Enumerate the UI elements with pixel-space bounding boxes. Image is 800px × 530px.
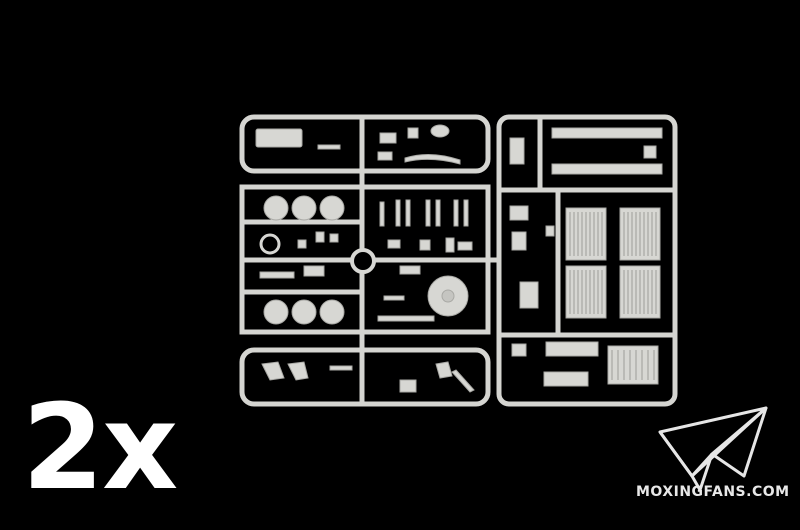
- paper-plane-icon: [658, 406, 768, 492]
- watermark-text: MOXINGFANS.COM: [636, 484, 790, 500]
- top-left-runner-box: [239, 114, 491, 174]
- quantity-label: 2x: [22, 378, 178, 516]
- wheel-part: [263, 195, 289, 221]
- bottom-left-runner-box: [239, 347, 491, 407]
